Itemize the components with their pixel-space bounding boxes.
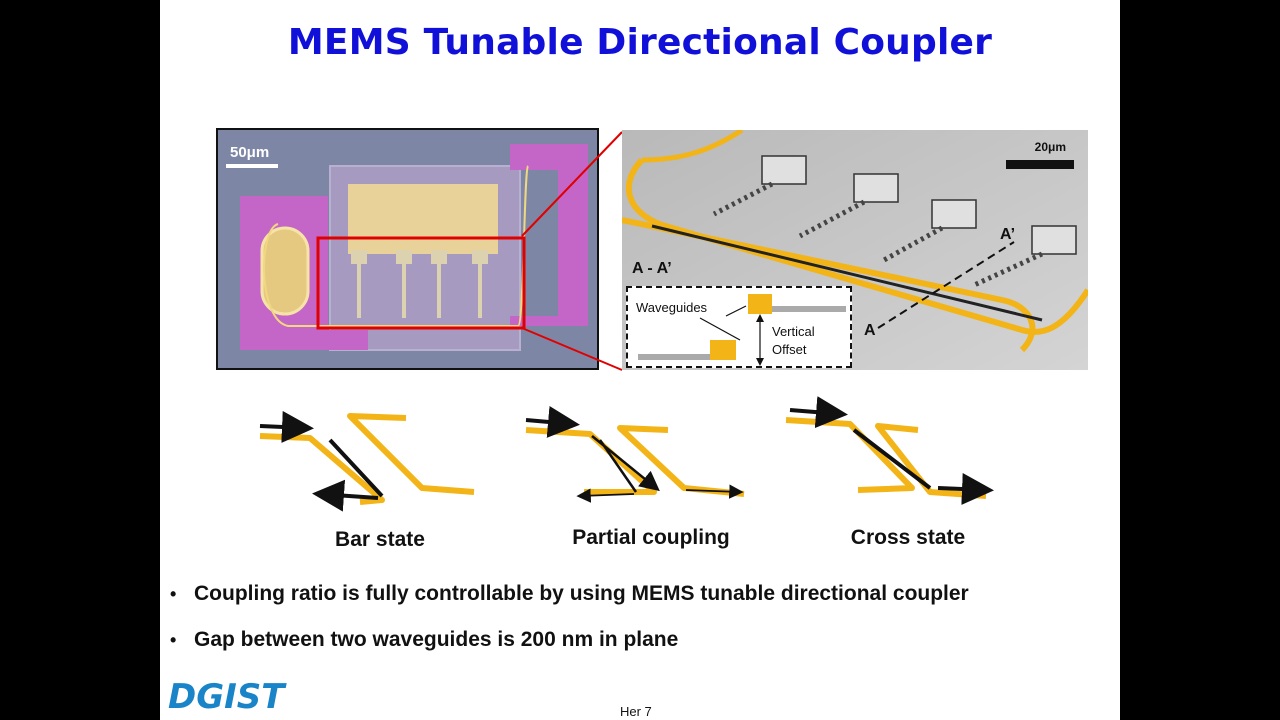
svg-text:DGIST: DGIST xyxy=(168,677,287,716)
slide: MEMS Tunable Directional Coupler xyxy=(160,0,1120,720)
bullet-marker: • xyxy=(170,584,177,604)
offset-label: Offset xyxy=(772,342,807,357)
bar-state-diagram xyxy=(259,410,475,512)
cross-section-label: A - A’ xyxy=(632,260,672,277)
lower-waveguide-core xyxy=(710,340,736,360)
coupler-state-diagrams xyxy=(259,396,994,512)
vertical-label: Vertical xyxy=(772,324,815,339)
bullet-marker: • xyxy=(170,630,177,650)
sem-scale-bar xyxy=(1006,160,1074,169)
dgist-logo: DGIST xyxy=(166,676,300,720)
point-a-label: A xyxy=(864,322,876,339)
upper-waveguide-slab xyxy=(766,306,846,312)
cross-section-inset: Waveguides Vertical Offset xyxy=(626,286,852,368)
page-label: Her 7 xyxy=(620,704,652,719)
inset-arrows xyxy=(699,305,764,366)
bullet-item: • Coupling ratio is fully controllable b… xyxy=(170,582,969,606)
micrograph-drawing xyxy=(218,130,597,368)
bullet-text: Gap between two waveguides is 200 nm in … xyxy=(194,628,679,651)
waveguides-label: Waveguides xyxy=(636,300,708,315)
partial-coupling-diagram xyxy=(525,405,745,503)
bullet-text: Coupling ratio is fully controllable by … xyxy=(194,582,969,605)
zoom-lines xyxy=(521,131,623,371)
coupler-states: Bar state Partial coupling Cross state xyxy=(160,396,1120,566)
state-label-partial: Partial coupling xyxy=(572,526,730,549)
cross-state-diagram xyxy=(785,396,994,505)
micrograph-scale-label: 50μm xyxy=(230,144,270,161)
dgist-logo-mark: DGIST xyxy=(168,677,287,717)
sem-image: 20μm A’ A A - A’ Waveguides Vertical Off… xyxy=(622,130,1088,370)
slide-title: MEMS Tunable Directional Coupler xyxy=(287,22,993,63)
lower-waveguide-slab xyxy=(638,354,714,360)
micrograph-scale-bar xyxy=(226,164,278,168)
bullet-item: • Gap between two waveguides is 200 nm i… xyxy=(170,628,678,652)
point-a-prime-label: A’ xyxy=(1000,226,1016,243)
state-label-cross: Cross state xyxy=(850,526,966,549)
upper-waveguide-core xyxy=(748,294,772,314)
sem-scale-label: 20μm xyxy=(1034,140,1066,154)
state-label-bar: Bar state xyxy=(335,528,425,551)
optical-micrograph: 50μm xyxy=(216,128,599,370)
